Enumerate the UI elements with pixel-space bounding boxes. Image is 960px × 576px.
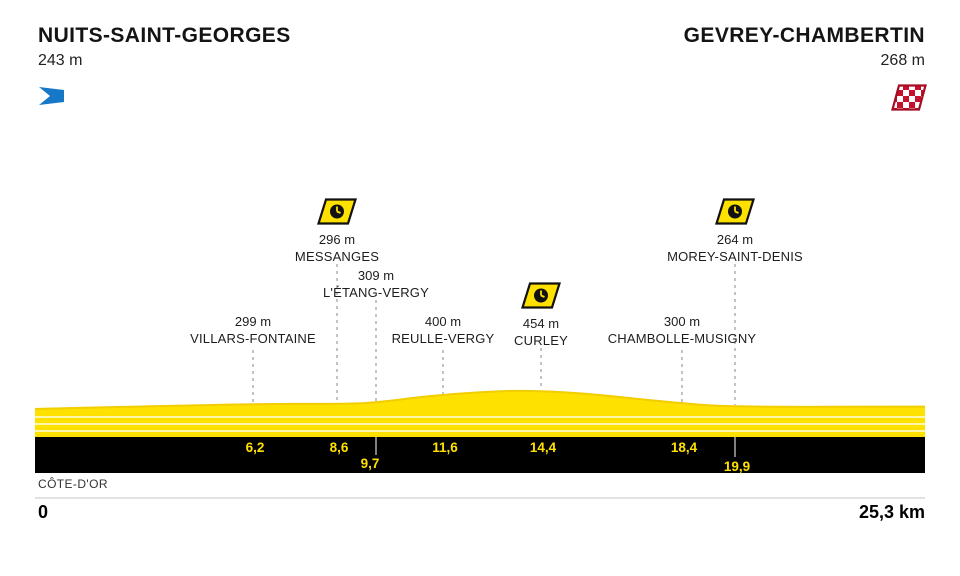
waypoint-elevation: 299 m	[234, 314, 272, 329]
km-marker: 8,6	[329, 440, 349, 455]
waypoint-column: 299 m VILLARS-FONTAINE	[163, 314, 343, 346]
waypoint-name: CURLEY	[514, 333, 568, 348]
km-marker: 14,4	[529, 440, 557, 455]
km-marker: 11,6	[432, 440, 458, 455]
start-header: NUITS-SAINT-GEORGES 243 m	[38, 24, 291, 70]
total-distance: 25,3 km	[858, 502, 925, 522]
finish-elevation: 268 m	[880, 52, 925, 69]
start-elevation: 243 m	[38, 52, 83, 69]
distance-band	[35, 437, 925, 473]
waypoint-column: 264 m MOREY-SAINT-DENIS	[645, 198, 825, 264]
waypoint-elevation: 400 m	[424, 314, 462, 329]
waypoint-column: 400 m REULLE-VERGY	[353, 314, 533, 346]
km-marker: 9,7	[360, 456, 380, 471]
region-label: CÔTE-D'OR	[38, 477, 108, 491]
waypoint-elevation: 454 m	[522, 316, 560, 331]
finish-header: GEVREY-CHAMBERTIN 268 m	[684, 24, 925, 70]
start-flag-icon	[36, 84, 66, 113]
km-marker: 18,4	[670, 440, 698, 455]
waypoint-name: MOREY-SAINT-DENIS	[667, 249, 803, 264]
finish-flag-icon	[891, 84, 927, 116]
waypoint-name: L'ÉTANG-VERGY	[323, 285, 429, 300]
waypoint-name: REULLE-VERGY	[391, 331, 495, 346]
waypoint-column: 454 m CURLEY	[451, 282, 631, 348]
start-distance: 0	[38, 502, 49, 522]
finish-location-name: GEVREY-CHAMBERTIN	[683, 24, 925, 47]
waypoint-column: 300 m CHAMBOLLE-MUSIGNY	[592, 314, 772, 346]
waypoint-name: VILLARS-FONTAINE	[190, 331, 316, 346]
time-bonus-icon	[521, 282, 561, 309]
km-marker: 19,9	[723, 459, 751, 474]
waypoint-elevation: 300 m	[663, 314, 701, 329]
waypoint-column: 309 m L'ÉTANG-VERGY	[286, 268, 466, 300]
dashed-connectors	[252, 264, 736, 405]
km-marker: 6,2	[245, 440, 265, 455]
waypoint-column: 296 m MESSANGES	[247, 198, 427, 264]
waypoint-name: CHAMBOLLE-MUSIGNY	[607, 331, 757, 346]
time-bonus-icon	[317, 198, 357, 225]
waypoint-elevation: 296 m	[318, 232, 356, 247]
start-location-name: NUITS-SAINT-GEORGES	[38, 24, 291, 47]
time-bonus-icon	[715, 198, 755, 225]
km-tick-connectors	[375, 437, 736, 457]
profile-gridlines	[35, 416, 925, 432]
waypoint-elevation: 264 m	[716, 232, 754, 247]
profile-area	[35, 390, 925, 437]
waypoint-elevation: 309 m	[357, 268, 395, 283]
profile-top-edge	[34, 389, 926, 410]
waypoint-name: MESSANGES	[294, 249, 380, 264]
